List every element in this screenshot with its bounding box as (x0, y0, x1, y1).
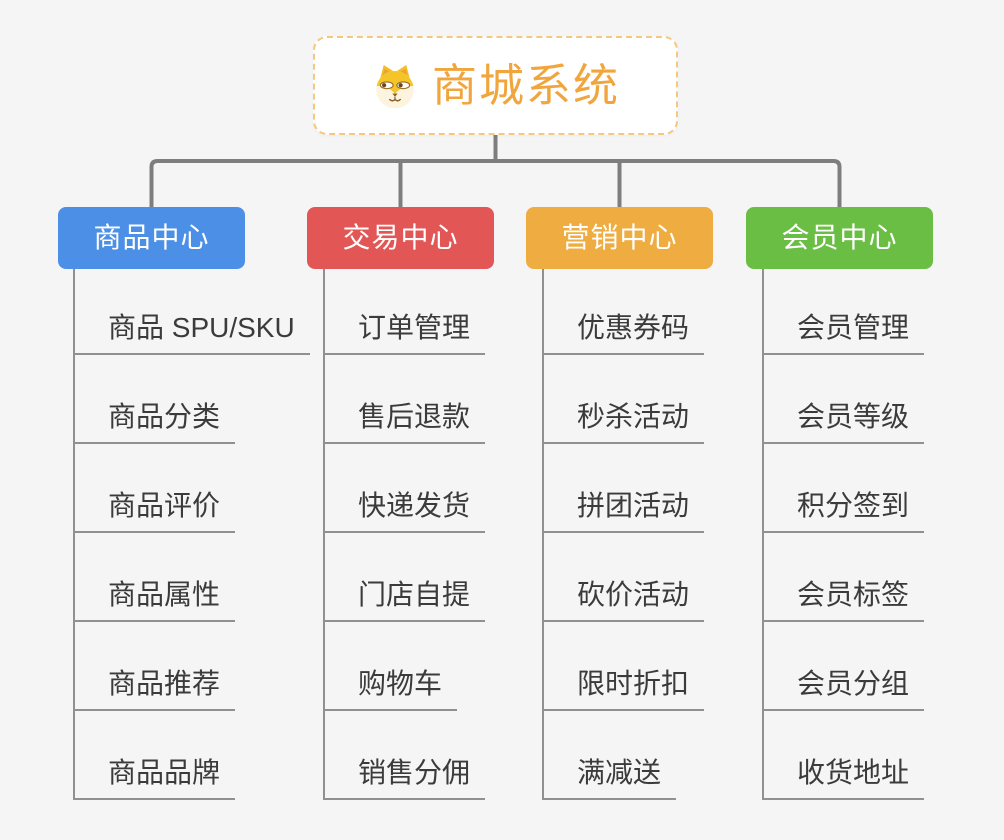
branch-label: 商品中心 (93, 222, 210, 253)
shiba-dog-icon (371, 62, 419, 110)
leaf-column-marketing-center: 优惠券码 秒杀活动 拼团活动 砍价活动 限时折扣 满减送 (542, 269, 705, 800)
leaf-node[interactable]: 商品评价 (75, 444, 236, 533)
leaf-node[interactable]: 秒杀活动 (544, 355, 705, 444)
leaf-column-product-center: 商品 SPU/SKU 商品分类 商品评价 商品属性 商品推荐 商品品牌 (73, 269, 310, 800)
leaf-node[interactable]: 商品分类 (75, 355, 236, 444)
leaf-node[interactable]: 砍价活动 (544, 533, 705, 622)
leaf-node[interactable]: 积分签到 (764, 444, 925, 533)
leaf-node[interactable]: 满减送 (544, 711, 677, 800)
branch-label: 会员中心 (781, 222, 898, 253)
leaf-node[interactable]: 限时折扣 (544, 622, 705, 711)
leaf-node[interactable]: 订单管理 (325, 269, 486, 355)
root-node[interactable]: 商城系统 (313, 36, 678, 135)
leaf-node[interactable]: 收货地址 (764, 711, 925, 800)
leaf-node[interactable]: 商品品牌 (75, 711, 236, 800)
leaf-node[interactable]: 门店自提 (325, 533, 486, 622)
leaf-node[interactable]: 售后退款 (325, 355, 486, 444)
branch-node-trade-center[interactable]: 交易中心 (307, 207, 494, 269)
branch-label: 交易中心 (342, 222, 459, 253)
leaf-node[interactable]: 快递发货 (325, 444, 486, 533)
leaf-node[interactable]: 销售分佣 (325, 711, 486, 800)
leaf-node[interactable]: 会员管理 (764, 269, 925, 355)
leaf-column-trade-center: 订单管理 售后退款 快递发货 门店自提 购物车 销售分佣 (323, 269, 486, 800)
leaf-node[interactable]: 拼团活动 (544, 444, 705, 533)
leaf-node[interactable]: 优惠券码 (544, 269, 705, 355)
root-node-label: 商城系统 (431, 60, 620, 111)
branch-node-marketing-center[interactable]: 营销中心 (526, 207, 713, 269)
leaf-node[interactable]: 购物车 (325, 622, 458, 711)
branch-label: 营销中心 (561, 222, 678, 253)
branch-node-member-center[interactable]: 会员中心 (746, 207, 933, 269)
leaf-column-member-center: 会员管理 会员等级 积分签到 会员标签 会员分组 收货地址 (762, 269, 925, 800)
leaf-node[interactable]: 会员分组 (764, 622, 925, 711)
leaf-node[interactable]: 会员等级 (764, 355, 925, 444)
leaf-node[interactable]: 商品 SPU/SKU (75, 269, 310, 355)
leaf-node[interactable]: 商品属性 (75, 533, 236, 622)
branch-node-product-center[interactable]: 商品中心 (58, 207, 245, 269)
leaf-node[interactable]: 会员标签 (764, 533, 925, 622)
leaf-node[interactable]: 商品推荐 (75, 622, 236, 711)
